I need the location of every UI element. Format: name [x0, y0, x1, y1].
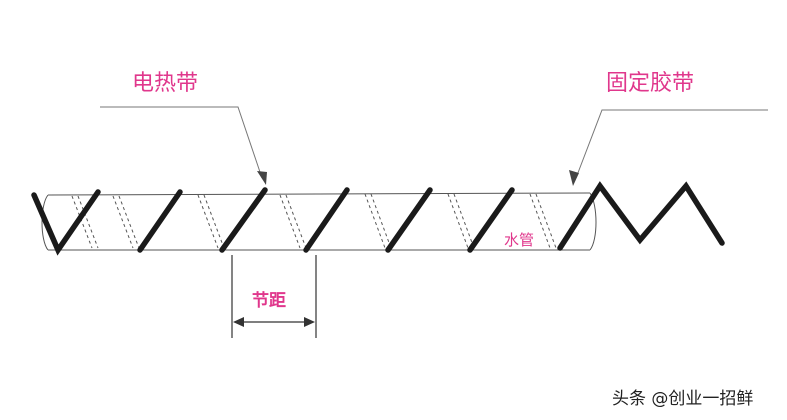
- heating-tape-leader: [100, 106, 267, 185]
- pipe-left-end: [41, 194, 49, 251]
- water-pipe-label: 水管: [504, 231, 534, 249]
- coil-turn-4: [303, 187, 350, 253]
- coil-turn-1: [31, 189, 101, 256]
- pitch-arrow-left: [233, 317, 244, 327]
- coil-tail: [557, 181, 725, 251]
- coil-turn-5: [385, 187, 433, 253]
- fixing-tape-leader: [569, 109, 768, 186]
- coil-turn-3: [219, 187, 268, 253]
- pitch-dimension: [231, 255, 317, 338]
- pitch-arrow-right: [304, 317, 315, 327]
- watermark-text: 头条 @创业一招鲜: [612, 389, 753, 409]
- heating-tape-coil: [31, 181, 725, 256]
- coil-turn-6: [467, 187, 515, 253]
- fixing-tape-label: 固定胶带: [606, 71, 694, 96]
- pipe-top-edge: [47, 192, 591, 196]
- coil-turn-2: [137, 189, 183, 253]
- pitch-label: 节距: [252, 290, 286, 311]
- heating-tape-label: 电热带: [132, 71, 198, 96]
